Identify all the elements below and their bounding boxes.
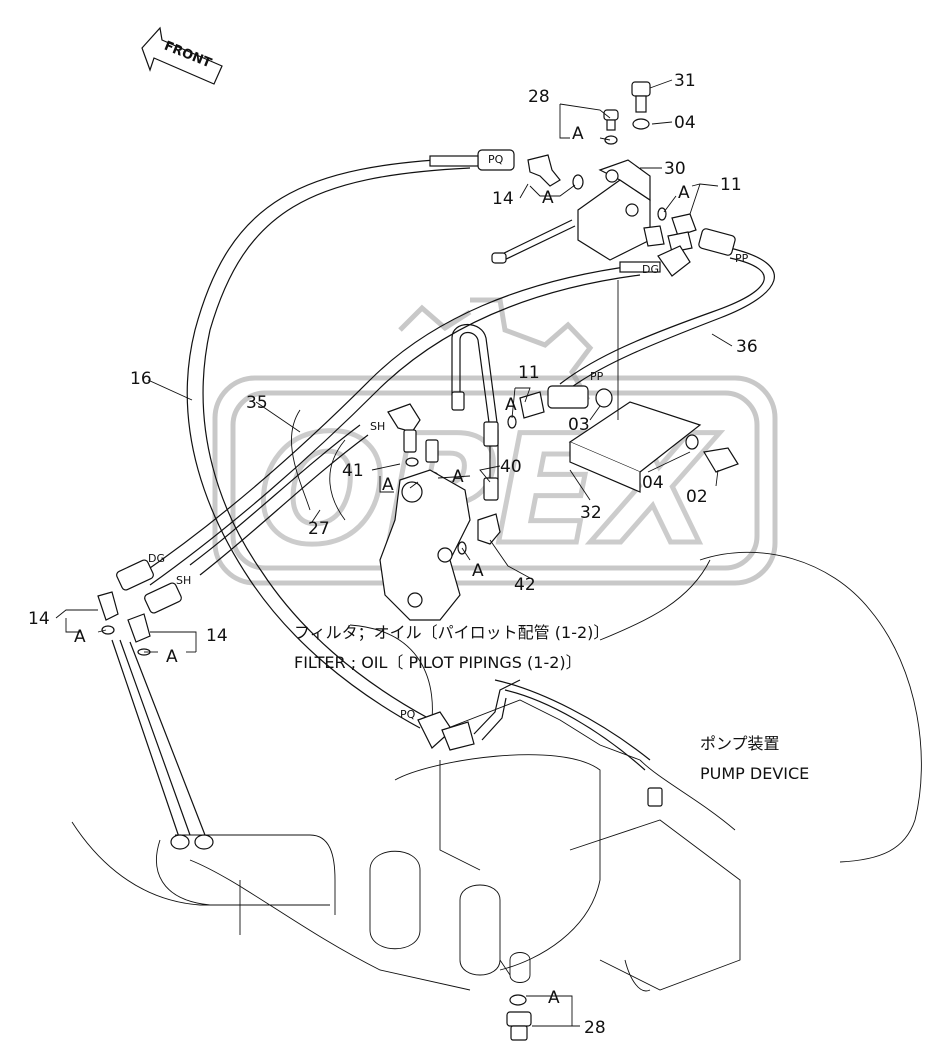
filter-caption-jp: フィルタ；オイル〔パイロット配管 (1-2)〕 <box>294 623 609 642</box>
group-mark-a: A <box>678 183 690 203</box>
callout-04-top: 04 <box>674 113 696 133</box>
callout-11-mid: 11 <box>518 363 540 383</box>
hose-tags: PQ DG PP PP SH DG SH PQ <box>148 153 749 721</box>
group-mark-a: A <box>74 627 86 647</box>
callout-14-top: 14 <box>492 189 514 209</box>
hose-tag-sh-mid: SH <box>370 420 385 433</box>
callout-14-left: 14 <box>28 609 50 629</box>
callout-40: 40 <box>500 457 522 477</box>
group-marks: A A A A A A A A A A <box>74 124 690 1008</box>
group-mark-a: A <box>542 188 554 208</box>
parts <box>97 81 739 1041</box>
hose-tag-dg-top: DG <box>642 263 659 276</box>
pump-caption-jp: ポンプ装置 <box>700 734 780 753</box>
callout-42: 42 <box>514 575 536 595</box>
captions: フィルタ；オイル〔パイロット配管 (1-2)〕 FILTER ; OIL〔 PI… <box>294 623 809 783</box>
callout-27: 27 <box>308 519 330 539</box>
front-arrow: FRONT <box>141 26 223 85</box>
hose-tag-pq-top: PQ <box>488 153 504 166</box>
hose-tag-pp-mid: PP <box>590 370 604 383</box>
group-mark-a: A <box>452 467 464 487</box>
callout-28-top: 28 <box>528 87 550 107</box>
group-mark-a: A <box>548 988 560 1008</box>
hose-tag-dg-left: DG <box>148 552 165 565</box>
callout-03: 03 <box>568 415 590 435</box>
callout-41: 41 <box>342 461 364 481</box>
callout-04-mid: 04 <box>642 473 664 493</box>
callout-28-bottom: 28 <box>584 1018 606 1038</box>
hose-tag-sh-left: SH <box>176 574 191 587</box>
filter-caption-en: FILTER ; OIL〔 PILOT PIPINGS (1-2)〕 <box>294 653 582 672</box>
leader-lines <box>55 79 733 1027</box>
pump-device <box>71 551 922 992</box>
callout-31: 31 <box>674 71 696 91</box>
hose-tag-pp-top: PP <box>735 252 749 265</box>
group-mark-a: A <box>572 124 584 144</box>
callout-30: 30 <box>664 159 686 179</box>
callout-02: 02 <box>686 487 708 507</box>
callout-14-right: 14 <box>206 626 228 646</box>
callout-16: 16 <box>130 369 152 389</box>
group-mark-a: A <box>382 475 394 495</box>
callout-11-top: 11 <box>720 175 742 195</box>
hose-tag-pq-pump: PQ <box>400 708 416 721</box>
callout-32: 32 <box>580 503 602 523</box>
pump-caption-en: PUMP DEVICE <box>700 764 809 783</box>
callouts: 28 31 04 30 14 11 36 16 35 11 03 41 40 0… <box>28 71 758 1038</box>
group-mark-a: A <box>472 561 484 581</box>
callout-36: 36 <box>736 337 758 357</box>
hoses <box>111 157 775 841</box>
group-mark-a: A <box>505 395 517 415</box>
group-mark-a: A <box>166 647 178 667</box>
callout-35: 35 <box>246 393 268 413</box>
